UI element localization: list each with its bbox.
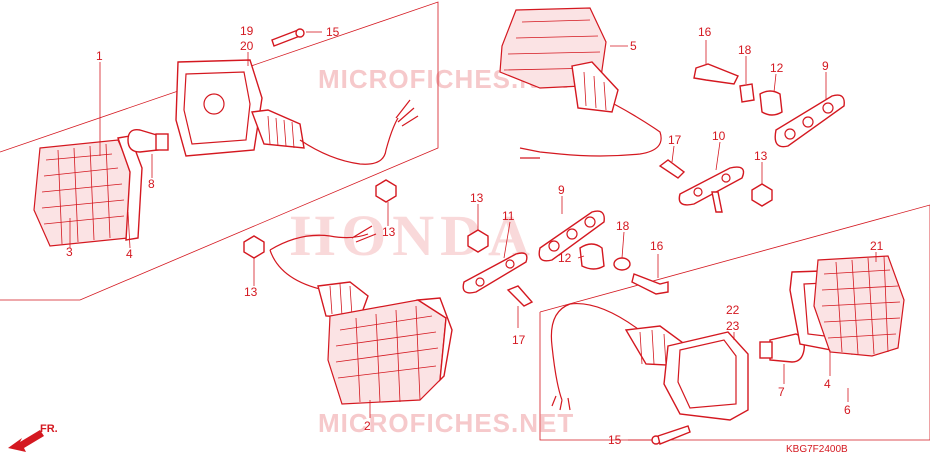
callout-12-center: 12 xyxy=(558,251,572,265)
wire-left xyxy=(299,117,399,165)
watermark-bottom: MICROFICHES.NET xyxy=(318,408,574,438)
callout-5: 5 xyxy=(630,39,637,53)
callout-12-upper: 12 xyxy=(770,61,784,75)
callout-4-right: 4 xyxy=(824,377,831,391)
bulb-left xyxy=(127,129,169,153)
callout-10: 10 xyxy=(712,129,726,143)
callout-19: 19 xyxy=(240,24,254,38)
callout-20: 20 xyxy=(240,39,254,53)
bolt-16-right-upper xyxy=(693,63,739,85)
grommet-12-right-upper xyxy=(759,90,783,116)
callout-23: 23 xyxy=(726,319,740,333)
stay-9-right-upper xyxy=(774,94,845,148)
wire-right-lower xyxy=(550,302,643,411)
callout-21: 21 xyxy=(870,239,884,253)
front-direction-label: FR. xyxy=(40,423,58,435)
group-frame-right xyxy=(539,204,930,441)
callout-13-left-lower: 13 xyxy=(244,285,258,299)
winker-housing-left xyxy=(175,59,305,157)
callout-1: 1 xyxy=(96,49,103,63)
wire-left-lower-b xyxy=(269,249,325,291)
callout-8: 8 xyxy=(148,177,155,191)
callout-11: 11 xyxy=(502,209,515,223)
screw-17-center xyxy=(506,285,534,307)
callout-16-upper: 16 xyxy=(698,25,712,39)
callout-6: 6 xyxy=(844,403,851,417)
callout-15-bottom: 15 xyxy=(608,433,622,447)
diagram-code: KBG7F2400B xyxy=(786,444,848,455)
bolt-16-center xyxy=(631,273,669,295)
callout-9-center: 9 xyxy=(558,183,565,197)
callout-4-left: 4 xyxy=(126,247,133,261)
callout-15-top: 15 xyxy=(326,25,340,39)
winker-lens-right xyxy=(813,255,905,357)
nut-13-left-upper xyxy=(375,179,397,203)
callout-13-right-upper: 13 xyxy=(754,149,768,163)
winker-housing-right xyxy=(624,325,749,421)
front-direction-arrow: FR. xyxy=(8,423,58,452)
grommet-12-center xyxy=(579,243,605,270)
bulb-right xyxy=(759,333,806,363)
callout-18-upper: 18 xyxy=(738,43,752,57)
wire-terminals-left xyxy=(395,99,419,127)
group-frame-left xyxy=(0,1,439,301)
callout-17-upper: 17 xyxy=(668,133,682,147)
winker-body-right-upper xyxy=(499,7,619,113)
nut-13-right-upper xyxy=(751,183,773,207)
callout-2: 2 xyxy=(364,419,371,433)
bracket-10 xyxy=(678,166,745,213)
screw-15-top xyxy=(271,28,305,47)
callout-22: 22 xyxy=(726,303,740,317)
winker-body-left-lower xyxy=(317,281,453,405)
winker-lens-front-left xyxy=(33,139,133,247)
stay-9-center xyxy=(538,210,605,262)
callout-9-upper: 9 xyxy=(822,59,829,73)
callout-13-left-upper: 13 xyxy=(382,225,396,239)
callout-7: 7 xyxy=(778,385,785,399)
wire-left-lower xyxy=(269,225,377,251)
screw-17-right-upper xyxy=(658,159,686,179)
leader-lines xyxy=(69,31,877,441)
callout-18-center: 18 xyxy=(616,219,630,233)
wire-right-upper xyxy=(519,103,662,159)
bracket-11 xyxy=(462,252,528,294)
collar-18-center xyxy=(613,257,631,271)
callout-16-center: 16 xyxy=(650,239,664,253)
nut-13-left-lower xyxy=(243,235,265,259)
callout-3: 3 xyxy=(66,245,73,259)
callout-17-center: 17 xyxy=(512,333,526,347)
callout-numbers: 1 3 4 8 19 20 15 13 13 2 5 16 18 12 9 17… xyxy=(66,24,884,447)
screw-15-bottom xyxy=(651,425,691,445)
callout-13-center: 13 xyxy=(470,191,484,205)
collar-18-right-upper xyxy=(739,83,755,103)
